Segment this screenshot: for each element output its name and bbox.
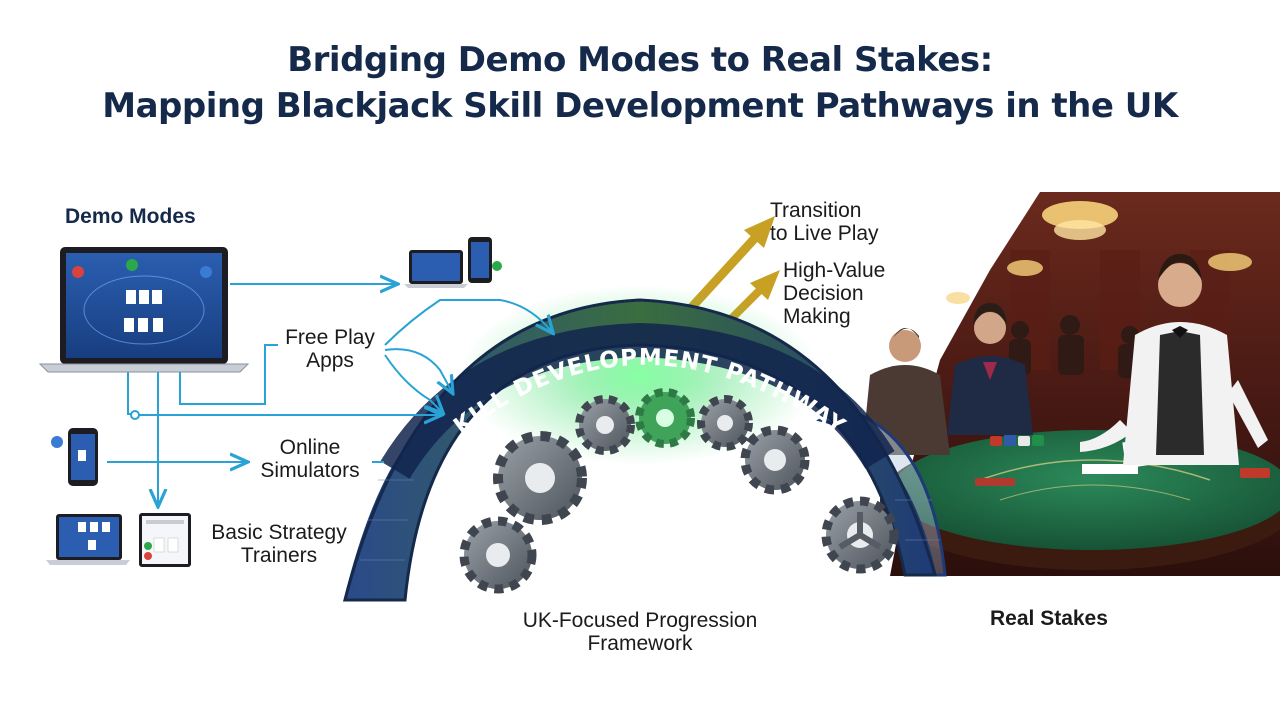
label-line: Online [279,436,341,459]
connector-lines [107,284,552,505]
title-line-1: Bridging Demo Modes to Real Stakes: [287,40,993,80]
label-line: Apps [306,349,354,372]
dealer-figure [1080,254,1268,465]
demo-item-basic-strategy: Basic Strategy Trainers [200,521,358,567]
title-line-2: Mapping Blackjack Skill Development Path… [102,86,1178,126]
real-stakes-casino-scene [862,192,1280,576]
player-figure [947,303,1033,435]
tablet-phone-icon [404,237,502,288]
real-stakes-heading: Real Stakes [990,607,1108,630]
gear-icon [821,496,899,574]
laptop-icon [38,247,250,373]
label-line: UK-Focused Progression [522,609,758,632]
label-line: Framework [587,632,693,655]
demo-item-online-simulators: Online Simulators [246,436,374,482]
outcome-high-value: High-Value Decision Making [770,259,910,328]
gear-icon [459,516,537,594]
label-line: Trainers [240,544,318,567]
gear-icon [697,395,753,451]
phone-icon [51,428,98,486]
demo-modes-heading: Demo Modes [65,205,196,228]
gear-icon [575,395,635,455]
label-line: Basic Strategy [211,521,347,544]
gear-icon [740,425,810,495]
gear-icon [493,431,587,525]
label-line: High-Value [783,259,886,282]
demo-item-free-play: Free Play Apps [270,326,390,372]
bridge-caption: UK-Focused Progression Framework [500,609,780,655]
label-line: Decision [783,282,864,305]
label-line: to Live Play [770,222,879,245]
label-line: Making [783,305,851,328]
label-line: Simulators [260,459,360,482]
trainer-devices-icon [46,513,191,567]
label-line: Free Play [285,326,375,349]
outcome-transition: Transition to Live Play [770,199,910,245]
label-line: Transition [770,199,862,222]
chandelier-icon [946,201,1252,304]
gear-icon [635,388,695,448]
